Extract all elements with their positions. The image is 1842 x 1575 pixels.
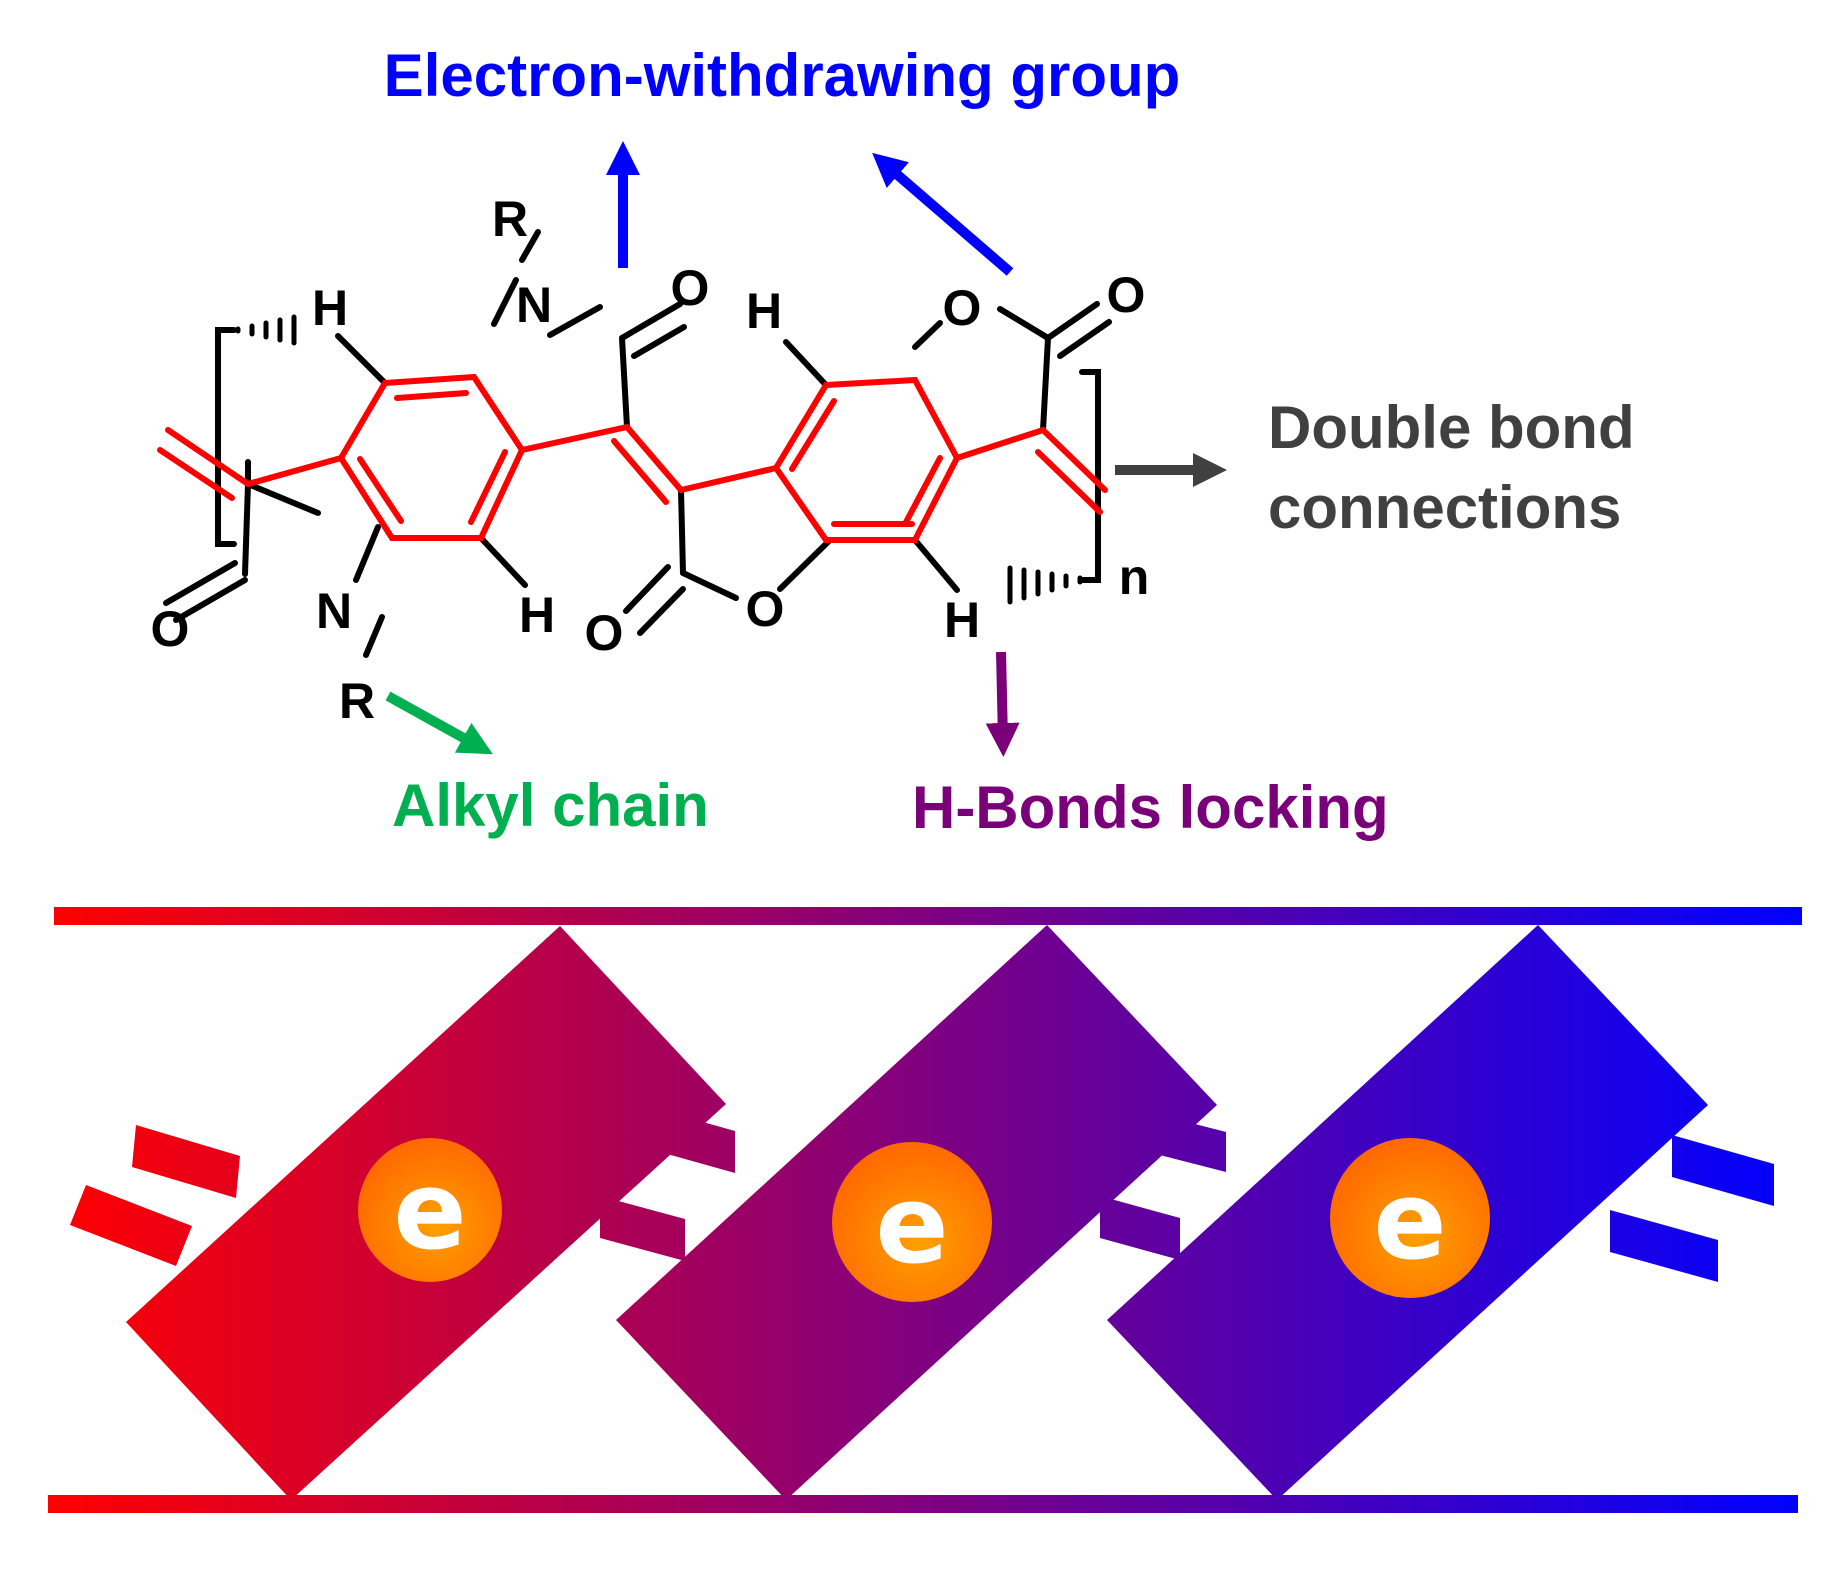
annotation-arrows: [385, 140, 1228, 757]
label-double-bond-line2: connections: [1268, 474, 1621, 541]
ewg-arrow-diagonal: [872, 152, 1014, 276]
electron-transport-schematic: e e e: [48, 907, 1802, 1513]
atom-H-top-left: H: [312, 280, 348, 336]
right-stub-lower: [1610, 1210, 1718, 1282]
electron-1: e: [358, 1138, 502, 1282]
label-electron-withdrawing-group: Electron-withdrawing group: [384, 42, 1181, 109]
left-stub-upper: [132, 1125, 240, 1198]
electron-symbol-1: e: [393, 1149, 466, 1274]
molecule-skeleton: [163, 229, 1112, 658]
right-stub-upper: [1672, 1135, 1774, 1206]
hbond-hash-left: [235, 314, 297, 346]
atom-O-carbonyl-left: O: [151, 601, 190, 657]
top-rail: [54, 907, 1802, 925]
electron-3: e: [1330, 1138, 1490, 1298]
label-alkyl-chain: Alkyl chain: [392, 772, 709, 839]
repeat-subscript-n: n: [1119, 549, 1150, 605]
hbond-arrow: [985, 651, 1020, 757]
atom-R-top: R: [492, 191, 528, 247]
electron-2: e: [832, 1142, 992, 1302]
left-bracket: [215, 327, 237, 547]
atom-H-top-mid: H: [746, 283, 782, 339]
bridge-1-2-lower: [600, 1196, 685, 1261]
atom-H-bottom-mid: H: [519, 587, 555, 643]
right-bracket: [1079, 369, 1101, 583]
alkyl-arrow: [385, 691, 493, 755]
bottom-rail: [48, 1495, 1798, 1513]
atom-R-bottom: R: [339, 673, 375, 729]
atom-labels: R N O H H O O O N R H O O H n: [151, 191, 1150, 729]
hbond-hash-right: [1007, 565, 1083, 605]
atom-N-bottom: N: [316, 583, 352, 639]
atom-O-carbonyl-top: O: [671, 260, 710, 316]
electron-symbol-2: e: [875, 1163, 948, 1288]
left-stub-lower: [70, 1185, 192, 1266]
electron-symbol-3: e: [1373, 1159, 1446, 1284]
label-h-bonds-locking: H-Bonds locking: [912, 774, 1389, 841]
conjugated-core: [157, 373, 1108, 543]
atom-O-ring-top: O: [943, 280, 982, 336]
atom-O-ring-bottom: O: [746, 581, 785, 637]
atom-N-top: N: [516, 277, 552, 333]
bridge-2-3-lower: [1100, 1196, 1180, 1260]
bridge-1-2-upper: [660, 1110, 735, 1173]
atom-O-carbonyl-bottom: O: [585, 605, 624, 661]
bridge-2-3-upper: [1148, 1112, 1226, 1172]
label-double-bond-line1: Double bond: [1268, 394, 1635, 461]
atom-O-carbonyl-right: O: [1107, 267, 1146, 323]
atom-H-bottom-right: H: [944, 592, 980, 648]
